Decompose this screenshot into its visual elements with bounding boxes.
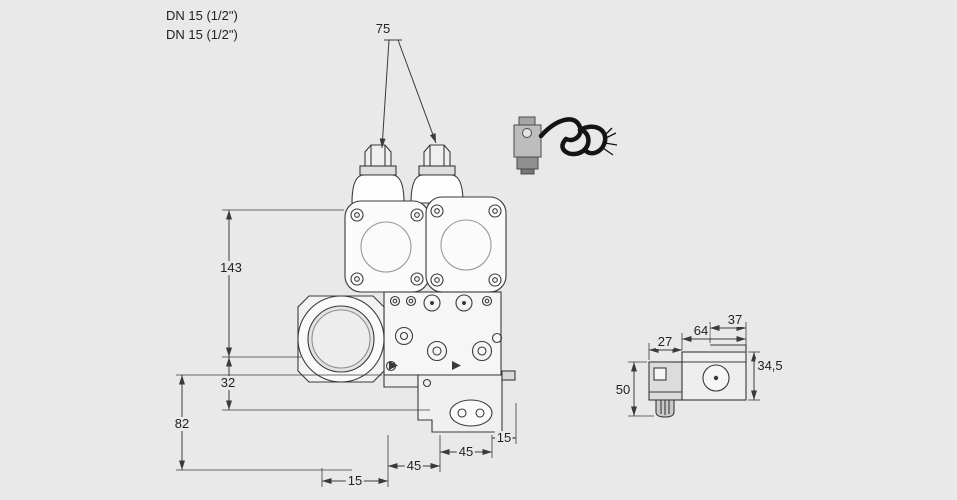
dim-27-label: 27 xyxy=(655,334,675,349)
pipe-size-label-2: DN 15 (1/2") xyxy=(166,27,238,42)
actuator-dome-right xyxy=(410,174,464,204)
dim-75-label: 75 xyxy=(373,21,393,36)
dim-32-label: 32 xyxy=(218,375,238,390)
dim-82-label: 82 xyxy=(172,416,192,431)
pipe-size-label-1: DN 15 (1/2") xyxy=(166,8,238,23)
coiled-cable xyxy=(538,117,608,157)
dim-50-label: 50 xyxy=(613,382,633,397)
dim-45-left-label: 45 xyxy=(404,458,424,473)
valve-front-view-drawing xyxy=(297,144,516,433)
cable-plug-photo xyxy=(513,116,618,175)
dim-37-label: 37 xyxy=(725,312,745,327)
dim-15-bottom-label: 15 xyxy=(345,473,365,488)
hex-cap-right xyxy=(423,144,451,167)
dim-34p5-label: 34,5 xyxy=(755,358,785,373)
cable-frayed-ends xyxy=(602,127,618,156)
plug-screw xyxy=(522,128,532,138)
solenoid-housing-left xyxy=(344,200,430,293)
valve-side-view-drawing xyxy=(648,344,747,418)
flow-direction-arrow xyxy=(389,361,398,370)
hex-cap-left xyxy=(364,144,392,167)
pressure-tap-stub xyxy=(501,370,516,381)
dim-143-label: 143 xyxy=(218,260,244,275)
dim-64-label: 64 xyxy=(691,323,711,338)
dim-45-right-label: 45 xyxy=(456,444,476,459)
dim-15-right-label: 15 xyxy=(494,430,514,445)
actuator-dome-left xyxy=(351,174,405,204)
inlet-thread-bore xyxy=(311,309,371,369)
flow-direction-arrow xyxy=(452,361,461,370)
